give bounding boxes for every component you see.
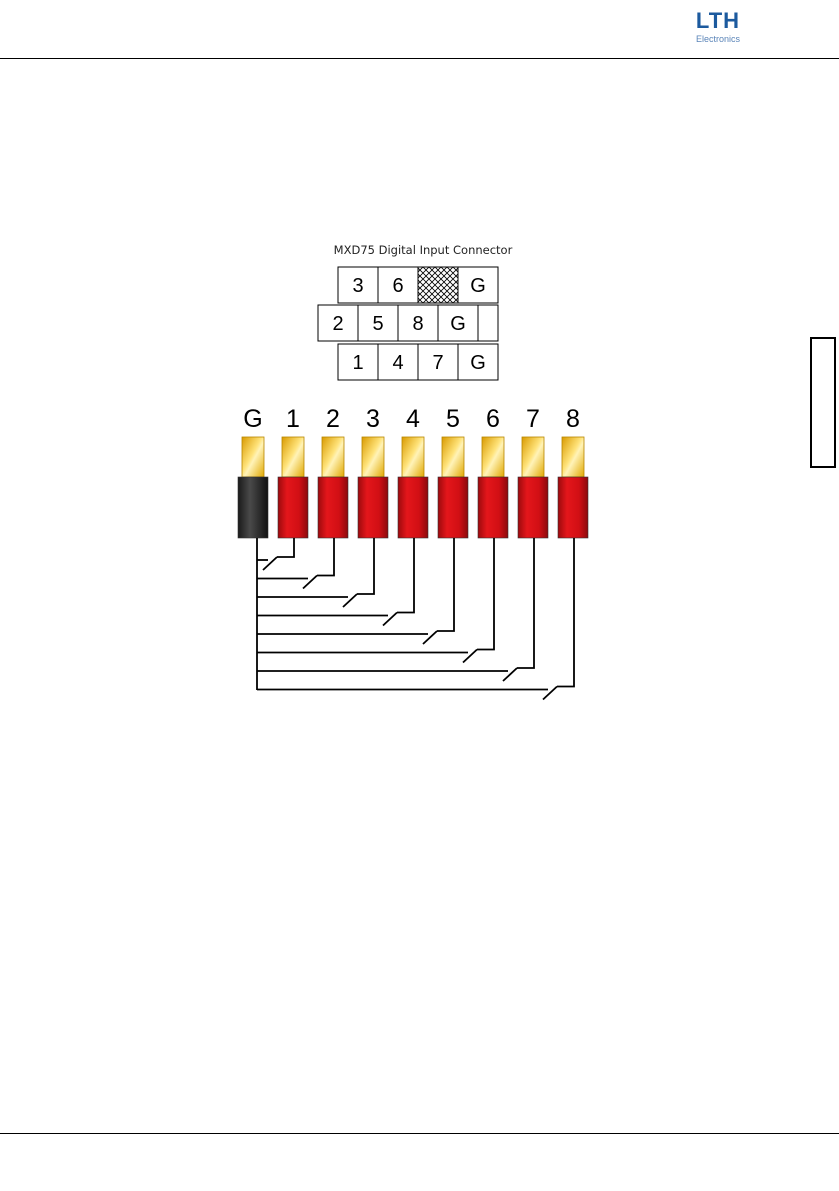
- terminal-pin: [442, 437, 464, 477]
- terminal-label: 8: [566, 405, 580, 433]
- terminal-label: G: [243, 405, 262, 433]
- switch-contact: [383, 613, 397, 626]
- input-sleeve: [438, 477, 468, 538]
- switch-contact: [543, 687, 557, 700]
- terminal-label: 5: [446, 405, 460, 433]
- terminal-pin: [362, 437, 384, 477]
- input-sleeve: [478, 477, 508, 538]
- switch-input-lead: [277, 538, 294, 557]
- connector-pin-label: 7: [432, 352, 443, 374]
- connector-pin-label: G: [470, 352, 486, 374]
- switch-contact: [503, 668, 517, 681]
- switch-input-lead: [437, 538, 454, 631]
- terminal-pin: [522, 437, 544, 477]
- connector-pin-label: 5: [372, 313, 383, 335]
- connector-pin-label: 2: [332, 313, 343, 335]
- connector-pin-label: 1: [352, 352, 363, 374]
- switch-input-lead: [317, 538, 334, 576]
- switch-contact: [463, 650, 477, 663]
- connector-pin-label: G: [470, 275, 486, 297]
- connector-pin-label: 6: [392, 275, 403, 297]
- switch-input-lead: [357, 538, 374, 594]
- terminal-pin: [282, 437, 304, 477]
- input-sleeve: [518, 477, 548, 538]
- terminal-pin: [482, 437, 504, 477]
- terminal-pin: [242, 437, 264, 477]
- ground-sleeve: [238, 477, 268, 538]
- connector-pin-label: 8: [412, 313, 423, 335]
- input-sleeve: [398, 477, 428, 538]
- connector-blank-key: [418, 267, 458, 303]
- switch-contact: [343, 594, 357, 607]
- terminal-pin: [402, 437, 424, 477]
- terminal-label: 4: [406, 405, 420, 433]
- input-sleeve: [358, 477, 388, 538]
- switch-input-lead: [557, 538, 574, 687]
- input-sleeve: [318, 477, 348, 538]
- terminal-pin: [322, 437, 344, 477]
- switch-input-lead: [517, 538, 534, 668]
- switch-contact: [423, 631, 437, 644]
- switch-input-lead: [477, 538, 494, 650]
- connector-pin-label: 3: [352, 275, 363, 297]
- switch-input-lead: [397, 538, 414, 613]
- input-sleeve: [558, 477, 588, 538]
- terminal-label: 1: [286, 405, 300, 433]
- terminal-pin: [562, 437, 584, 477]
- terminal-label: 3: [366, 405, 380, 433]
- switch-wiring: [257, 538, 574, 700]
- switch-contact: [303, 576, 317, 589]
- connector-pin-label: G: [450, 313, 466, 335]
- switch-contact: [263, 557, 277, 570]
- terminal-label: 6: [486, 405, 500, 433]
- terminal-label: 7: [526, 405, 540, 433]
- input-sleeve: [278, 477, 308, 538]
- terminal-label: 2: [326, 405, 340, 433]
- connector-pin-label: 4: [392, 352, 403, 374]
